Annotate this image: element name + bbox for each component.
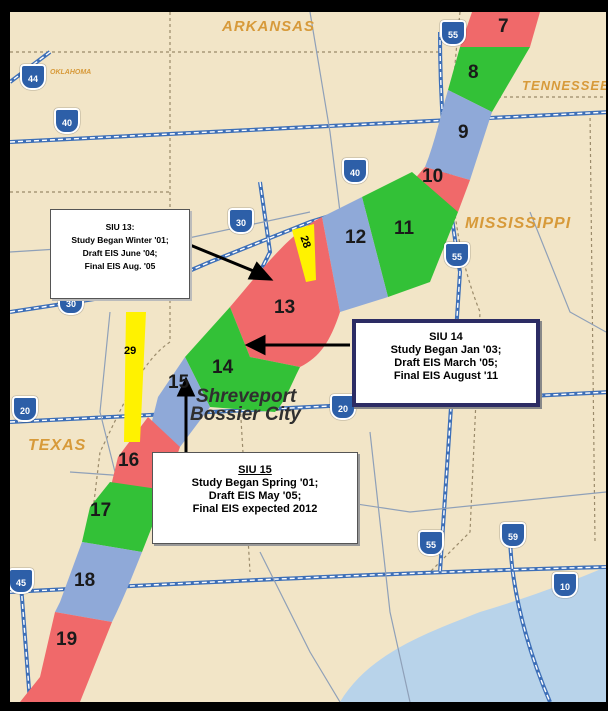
callout-siu-14: SIU 14 Study Began Jan '03; Draft EIS Ma… [352, 319, 540, 407]
segment-label-8: 8 [468, 62, 479, 83]
callout-siu-14-line1: Study Began Jan '03; [390, 344, 502, 356]
state-label-arkansas: ARKANSAS [222, 18, 316, 35]
segment-18-area [55, 542, 142, 622]
yellow-strip-28 [292, 224, 316, 282]
segment-label-9: 9 [458, 122, 469, 143]
callout-siu-14-title: SIU 14 [429, 331, 463, 343]
segment-label-17: 17 [90, 500, 112, 521]
segment-14-area [185, 307, 300, 412]
segment-label-7: 7 [498, 16, 509, 37]
interstate-shield-40-west: 40 [54, 108, 80, 134]
segment-11-area [362, 172, 458, 297]
interstate-shield-59: 59 [500, 522, 526, 548]
state-label-oklahoma: OKLAHOMA [50, 69, 92, 76]
callout-siu-13-line2: Draft EIS June '04; [82, 248, 158, 258]
yellow-strip-29 [124, 312, 146, 442]
callout-siu-13-title: SIU 13: [105, 222, 135, 232]
interstate-shield-30: 30 [228, 208, 254, 234]
state-label-tennessee: TENNESSEE [522, 78, 606, 93]
corridor-map: ARKANSAS OKLAHOMA TENNESSEE MISSISSIPPI … [10, 12, 606, 702]
callout-siu-13-line3: Final EIS Aug. '05 [84, 261, 156, 271]
segment-10-area [412, 167, 470, 212]
gulf-water [340, 567, 606, 702]
callout-siu-15-line3: Final EIS expected 2012 [192, 503, 318, 515]
callout-siu-13: SIU 13: Study Began Winter '01; Draft EI… [50, 209, 190, 299]
segment-12-area [322, 197, 388, 312]
interstate-shield-45: 45 [10, 568, 34, 594]
city-label-bossier: Bossier City [190, 404, 301, 425]
segment-8-area [448, 47, 530, 112]
segment-label-19: 19 [56, 629, 78, 650]
callout-siu-15: SIU 15 Study Began Spring '01; Draft EIS… [152, 452, 358, 544]
segment-label-11: 11 [394, 218, 415, 239]
callout-siu-14-line3: Final EIS August '11 [393, 370, 499, 382]
segment-label-12: 12 [345, 227, 367, 248]
yellow-label-29: 29 [124, 345, 137, 357]
map-graphics [10, 12, 606, 702]
interstate-shield-55-north: 55 [440, 20, 466, 46]
interstate-shield-20-west: 20 [12, 396, 38, 422]
segment-label-14: 14 [212, 357, 234, 378]
interstate-shield-55-south: 55 [418, 530, 444, 556]
callout-siu-15-line1: Study Began Spring '01; [191, 477, 319, 489]
segment-label-13: 13 [274, 297, 296, 318]
callout-siu-15-title: SIU 15 [238, 464, 272, 476]
callout-siu-15-line2: Draft EIS May '05; [208, 490, 302, 502]
segment-17-area [82, 482, 165, 552]
segment-label-10: 10 [422, 166, 444, 187]
interstate-shield-55-mid: 55 [444, 242, 470, 268]
segment-label-16: 16 [118, 450, 140, 471]
interstate-shield-40-center: 40 [342, 158, 368, 184]
city-label-shreveport: Shreveport [196, 386, 297, 407]
segment-9-area [425, 90, 492, 180]
callout-arrows [176, 243, 350, 457]
interstate-shield-20-center: 20 [330, 394, 356, 420]
segment-7-area [460, 12, 540, 47]
interstate-shield-44: 44 [20, 64, 46, 90]
segment-15-area [148, 357, 210, 447]
callout-siu-13-line1: Study Began Winter '01; [71, 235, 169, 245]
segment-label-15: 15 [168, 372, 190, 393]
segment-label-18: 18 [74, 570, 96, 591]
state-label-texas: TEXAS [28, 437, 87, 454]
interstate-shield-10: 10 [552, 572, 578, 598]
state-label-mississippi: MISSISSIPPI [465, 215, 572, 232]
callout-siu-14-line2: Draft EIS March '05; [394, 357, 498, 369]
segment-19-area [20, 612, 112, 702]
